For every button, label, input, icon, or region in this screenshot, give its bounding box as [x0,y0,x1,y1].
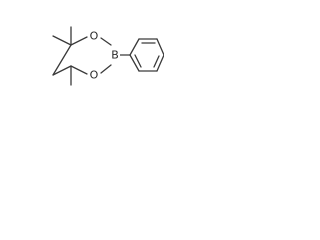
bond-c6-c5 [52,65,72,76]
bond-o-b [100,37,112,46]
bond-o-c6 [70,65,88,75]
phenyl-bond-3 [156,38,164,56]
oxygen-top-label: O [90,30,99,43]
phenyl-double-bond-2 [153,55,160,68]
oxygen-top-bg [89,30,99,42]
oxygen-bottom-bg [89,69,99,81]
oxygen-bottom-label: O [90,69,99,82]
bond-b-o [100,64,112,74]
molecule-structure-diagram: O O B [52,26,164,86]
phenyl-double-bond-3 [134,54,142,68]
boron-bg [110,49,120,61]
phenyl-bond-6 [129,54,140,72]
phenyl-bond-1 [129,38,140,56]
bond-c5-c4 [52,44,72,76]
bond-c4-o [70,36,88,46]
boron-label: B [111,49,119,62]
phenyl-bond-4 [156,54,164,72]
bond-c4-methyl-left [52,35,72,46]
